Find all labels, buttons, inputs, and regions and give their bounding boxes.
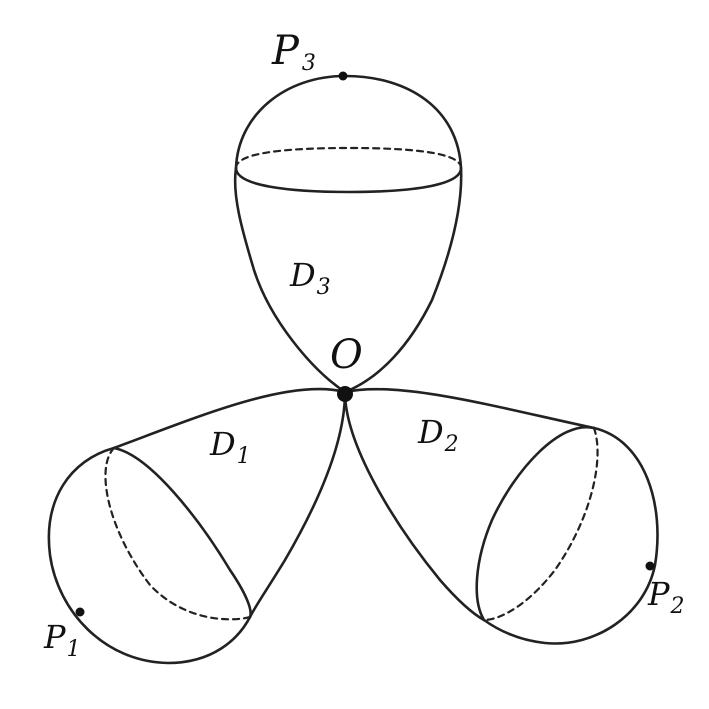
label-d1-main: D xyxy=(209,425,236,463)
lobe-d1-rim-front xyxy=(112,446,252,619)
lobe-d1-upper-edge xyxy=(112,387,347,450)
label-d2-sub: 2 xyxy=(444,432,459,457)
lobe-d2-lower-edge xyxy=(343,390,486,622)
lobe-d2-rim-front xyxy=(475,425,596,622)
lobe-d3-rim-front xyxy=(234,166,463,194)
label-d3-main: D xyxy=(289,256,316,294)
label-p1-sub: 1 xyxy=(67,637,81,662)
label-origin: O xyxy=(330,332,363,378)
label-d3-sub: 3 xyxy=(317,275,331,300)
label-d1: D1 xyxy=(209,425,251,469)
lobe-d2 xyxy=(343,387,659,645)
label-p1: P1 xyxy=(43,618,81,662)
label-p2-main: P xyxy=(647,575,670,613)
label-d2: D2 xyxy=(417,413,459,457)
point-p1 xyxy=(75,607,85,617)
lobe-d1-outer-cap xyxy=(47,446,252,665)
label-d2-main: D xyxy=(417,413,444,451)
label-p3-main: P xyxy=(271,28,300,74)
label-p2: P2 xyxy=(647,575,685,619)
lobe-d1 xyxy=(47,387,347,665)
point-p2 xyxy=(645,561,655,571)
lobe-d1-lower-edge xyxy=(248,390,347,619)
lobe-d1-rim-back xyxy=(104,446,252,621)
lobe-d3-rim-back xyxy=(234,146,463,170)
label-d3: D3 xyxy=(289,256,331,300)
point-p3 xyxy=(338,71,348,81)
origin-point xyxy=(337,386,353,402)
lobe-d2-upper-edge xyxy=(343,387,596,430)
lobe-d2-outer-cap xyxy=(482,426,659,645)
label-p2-sub: 2 xyxy=(670,594,685,619)
lobe-d2-rim-back xyxy=(482,426,599,622)
label-d1-sub: 1 xyxy=(237,444,251,469)
label-p1-main: P xyxy=(43,618,66,656)
label-p3-sub: 3 xyxy=(302,51,316,76)
